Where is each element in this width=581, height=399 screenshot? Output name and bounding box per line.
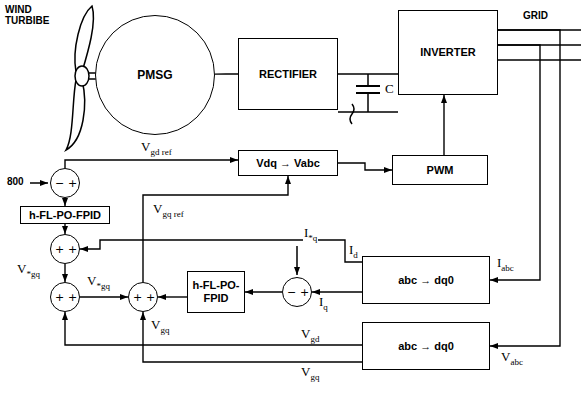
signal-wire <box>215 73 238 75</box>
signal-wire <box>312 291 362 292</box>
signal-wire <box>80 296 128 297</box>
converter-box: RECTIFIER <box>238 38 338 110</box>
signal-wire <box>65 312 362 345</box>
signal-label: Iabc <box>496 256 515 273</box>
node-text: h-FL-PO-FPID <box>188 279 244 304</box>
turbine-blade <box>75 6 93 72</box>
signal-label: Vabc <box>500 350 524 367</box>
node-text: PMSG <box>137 68 172 82</box>
node-text: INVERTER <box>417 46 479 59</box>
signal-wire <box>158 296 187 297</box>
signal-label: Vgq ref <box>152 202 185 219</box>
sign-text: − <box>55 178 64 189</box>
node-text: Vdq → Vabc <box>253 157 323 170</box>
signal-wire <box>64 264 65 282</box>
sign-text: + <box>300 287 309 298</box>
node-text: PWM <box>424 164 457 177</box>
turbine-hub <box>75 66 89 86</box>
signal-wire <box>338 73 398 74</box>
controller-box: h-FL-PO-FPID <box>20 206 110 224</box>
node-text: RECTIFIER <box>256 68 320 81</box>
signal-label: Vgd <box>300 327 320 344</box>
signal-label: Vgq <box>300 365 320 382</box>
signal-wire <box>80 240 362 262</box>
capacitor-plate <box>356 85 380 87</box>
signal-label: Vgd ref <box>140 140 173 157</box>
capacitor-lead <box>338 111 398 113</box>
converter-box: INVERTER <box>398 10 498 95</box>
node-text: abc → dq0 <box>395 274 457 287</box>
summing-junction: ++ <box>50 282 80 312</box>
sign-text: + <box>55 292 64 303</box>
signal-wire <box>245 291 282 292</box>
transform-box: abc → dq0 <box>362 256 490 304</box>
signal-label: Id <box>348 243 359 260</box>
sign-text: + <box>68 178 77 189</box>
sign-text: + <box>133 292 142 303</box>
turbine-blade <box>66 80 85 150</box>
summing-junction: −+ <box>282 277 312 307</box>
sign-text: − <box>287 287 296 298</box>
node-text: h-FL-PO-FPID <box>26 209 104 222</box>
sign-text: + <box>146 292 155 303</box>
part-label: GRID <box>522 10 549 21</box>
signal-wire <box>443 95 444 155</box>
sign-text: + <box>68 244 77 255</box>
signal-label: V*gq <box>16 262 41 279</box>
part-label: C <box>384 82 395 96</box>
summing-junction: ++ <box>50 234 80 264</box>
signal-label: Vgq <box>150 318 170 335</box>
node-text: abc → dq0 <box>395 340 457 353</box>
signal-wire <box>65 160 238 168</box>
summing-junction: ++ <box>128 282 158 312</box>
transform-box: Vdq → Vabc <box>238 150 338 176</box>
generator-circle: PMSG <box>95 15 215 135</box>
break-mark <box>350 104 354 124</box>
signal-wire <box>490 30 560 346</box>
sign-text: + <box>55 244 64 255</box>
reference-line <box>296 246 298 275</box>
signal-wire <box>64 224 65 234</box>
signal-wire <box>338 163 392 170</box>
signal-label: Iq <box>318 295 329 312</box>
signal-wire <box>143 312 362 362</box>
part-label: 800 <box>6 176 25 187</box>
capacitor-lead <box>367 74 369 86</box>
signal-wire <box>143 176 288 282</box>
sign-text: + <box>68 292 77 303</box>
reference-line <box>30 182 48 184</box>
signal-wire <box>64 198 65 206</box>
controller-box: h-FL-PO-FPID <box>187 271 245 313</box>
signal-label: I*q <box>303 226 318 243</box>
capacitor-lead <box>367 93 369 112</box>
signal-label: V*gq <box>86 274 111 291</box>
summing-junction: −+ <box>50 168 80 198</box>
modulator-box: PWM <box>392 155 488 185</box>
part-label: WIND TURBIBE <box>4 4 62 26</box>
transform-box: abc → dq0 <box>362 322 490 370</box>
